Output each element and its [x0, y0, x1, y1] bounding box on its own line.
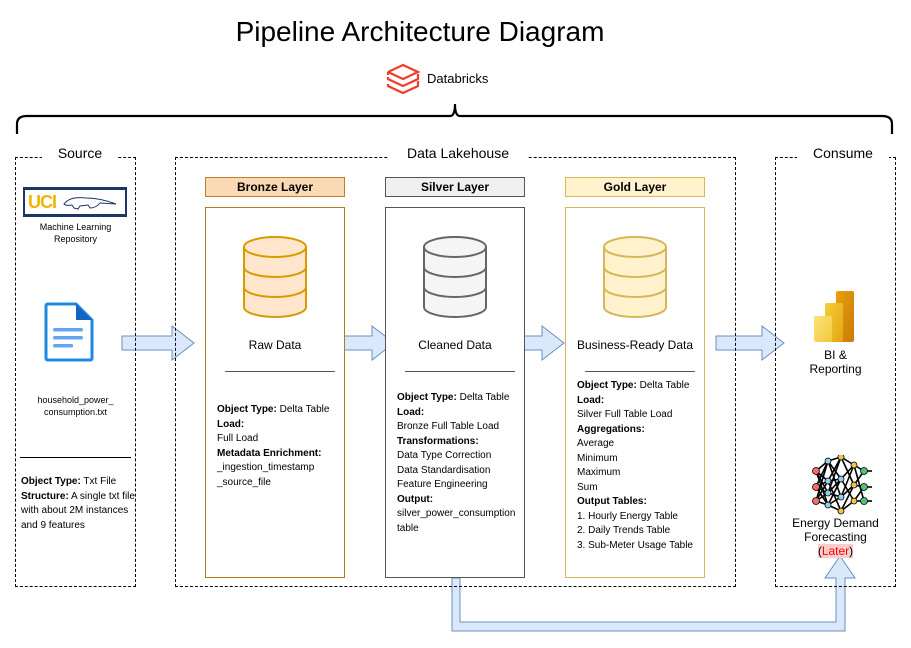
silver-detail-line: Feature Engineering [397, 479, 488, 490]
source-divider [20, 457, 131, 458]
databricks-brace [15, 103, 894, 134]
source-section-label: Source [42, 145, 118, 161]
page-title: Pipeline Architecture Diagram [235, 16, 605, 47]
gold-detail-line: Aggregations: [577, 423, 645, 435]
gold-layer-header: Gold Layer [565, 177, 705, 197]
bronze-detail-line: _source_file [217, 476, 271, 488]
bronze-details: Object Type: Delta Table Load: Full Load… [217, 403, 345, 490]
arrow-source-to-bronze [121, 324, 195, 362]
gold-detail-line: Silver Full Table Load [577, 409, 673, 420]
silver-detail-line: Load: [397, 406, 425, 418]
source-detail-object-type: Object Type: Txt File [21, 476, 117, 487]
bronze-detail-line: Load: [217, 418, 245, 430]
bronze-layer-header: Bronze Layer [205, 177, 345, 197]
databricks-brand: Databricks [385, 60, 488, 96]
silver-detail-line: Output: [397, 493, 434, 505]
bronze-detail-line: _ingestion_timestamp [217, 462, 315, 473]
source-details: Object Type: Txt File Structure: A singl… [21, 475, 135, 533]
gold-detail-line: Minimum [577, 452, 618, 464]
gold-detail-line: Output Tables: [577, 496, 647, 507]
anteater-icon [63, 197, 117, 210]
silver-layer-header: Silver Layer [385, 177, 525, 197]
gold-divider [585, 371, 695, 372]
gold-detail-line: 3. Sub-Meter Usage Table [577, 539, 693, 551]
consume-section-label: Consume [797, 145, 889, 161]
gold-detail-line: Maximum [577, 467, 621, 478]
silver-detail-line: table [397, 522, 419, 534]
gold-detail-line: 2. Daily Trends Table [577, 525, 671, 536]
silver-database-icon [423, 236, 487, 318]
arrow-silver-to-forecasting [451, 555, 856, 632]
forecasting-label: Energy Demand Forecasting (Later) [775, 516, 896, 558]
file-name: household_power_ consumption.txt [15, 394, 136, 418]
bronze-detail-line: Full Load [217, 433, 259, 444]
lakehouse-section-label: Data Lakehouse [388, 145, 528, 161]
gold-details: Object Type: Delta Table Load: Silver Fu… [577, 379, 705, 553]
neural-network-icon [812, 455, 872, 515]
power-bi-icon [814, 291, 854, 342]
bronze-detail-line: Object Type: Delta Table [217, 404, 330, 415]
later-badge: Later [821, 544, 850, 558]
silver-caption: Cleaned Data [418, 338, 492, 352]
silver-detail-line: Data Standardisation [397, 464, 491, 476]
forecasting-label-line1: Energy Demand [792, 516, 879, 530]
bronze-caption: Raw Data [248, 338, 302, 352]
uci-caption: Machine Learning Repository [15, 221, 136, 245]
databricks-logo-icon [386, 63, 421, 95]
gold-database-icon [603, 236, 667, 318]
uci-caption-line2: Repository [53, 234, 98, 244]
file-name-line2: consumption.txt [43, 407, 108, 417]
forecasting-status: (Later) [817, 544, 854, 558]
forecasting-label-line2: Forecasting [804, 530, 867, 544]
gold-detail-line: Sum [577, 481, 598, 493]
bronze-database-icon [243, 236, 307, 318]
silver-detail-line: Object Type: Delta Table [397, 392, 510, 403]
uci-caption-line1: Machine Learning [39, 222, 112, 232]
bi-label-line2: Reporting [809, 362, 862, 376]
silver-details: Object Type: Delta Table Load: Bronze Fu… [397, 391, 525, 536]
silver-divider [405, 371, 515, 372]
bronze-divider [225, 371, 335, 372]
bi-reporting-label: BI & Reporting [775, 348, 896, 376]
databricks-label: Databricks [427, 70, 489, 86]
gold-caption: Business-Ready Data [576, 338, 694, 352]
bi-label-line1: BI & [824, 348, 847, 362]
gold-detail-line: 1. Hourly Energy Table [577, 510, 678, 522]
uci-logo-text: UCI [28, 191, 57, 212]
bronze-detail-line: Metadata Enrichment: [217, 447, 322, 459]
silver-detail-line: Bronze Full Table Load [397, 421, 500, 432]
silver-detail-line: Transformations: [397, 435, 479, 447]
silver-detail-line: Data Type Correction [397, 450, 492, 461]
source-detail-structure: Structure: A single txt file with about … [21, 490, 135, 531]
document-icon [44, 302, 94, 362]
gold-detail-line: Load: [577, 394, 605, 406]
gold-detail-line: Average [577, 438, 615, 449]
uci-logo: UCI [23, 187, 127, 217]
arrow-gold-to-bi [715, 324, 785, 362]
gold-detail-line: Object Type: Delta Table [577, 380, 690, 391]
file-name-line1: household_power_ [37, 395, 114, 405]
silver-detail-line: silver_power_consumption [397, 508, 516, 519]
